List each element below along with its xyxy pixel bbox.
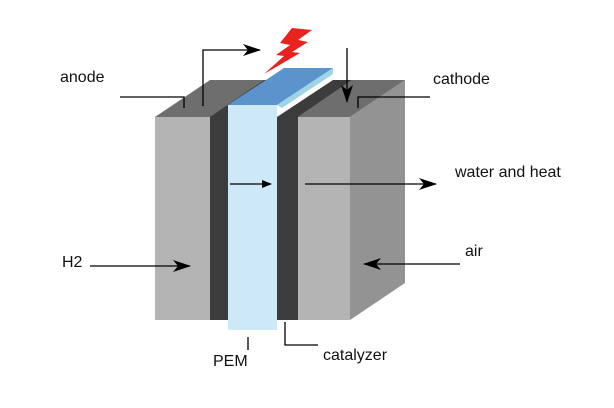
anode-label: anode	[60, 69, 105, 86]
catalyzer-leader-line	[284, 322, 318, 346]
electron-out-arrow	[202, 44, 261, 106]
pem-side	[277, 68, 333, 108]
catalyzer-right	[277, 117, 298, 320]
pem-label: PEM	[213, 353, 248, 370]
h2-label: H2	[62, 254, 83, 271]
lightning-bolt-icon	[264, 28, 312, 74]
pem-membrane	[228, 105, 277, 330]
air-label: air	[465, 243, 483, 260]
cathode-block	[298, 117, 350, 320]
cathode-label: cathode	[433, 71, 490, 88]
water-heat-label: water and heat	[454, 164, 561, 181]
pem-top	[228, 68, 333, 105]
cathode-block-side	[350, 80, 405, 320]
anode-block	[155, 117, 212, 320]
catalyzer-left	[210, 117, 228, 320]
catalyzer-right-top	[277, 80, 352, 117]
cathode-leader-line	[357, 96, 430, 108]
catalyzer-label: catalyzer	[323, 347, 388, 364]
anode-block-top	[155, 80, 266, 117]
anode-leader-line	[120, 96, 185, 108]
